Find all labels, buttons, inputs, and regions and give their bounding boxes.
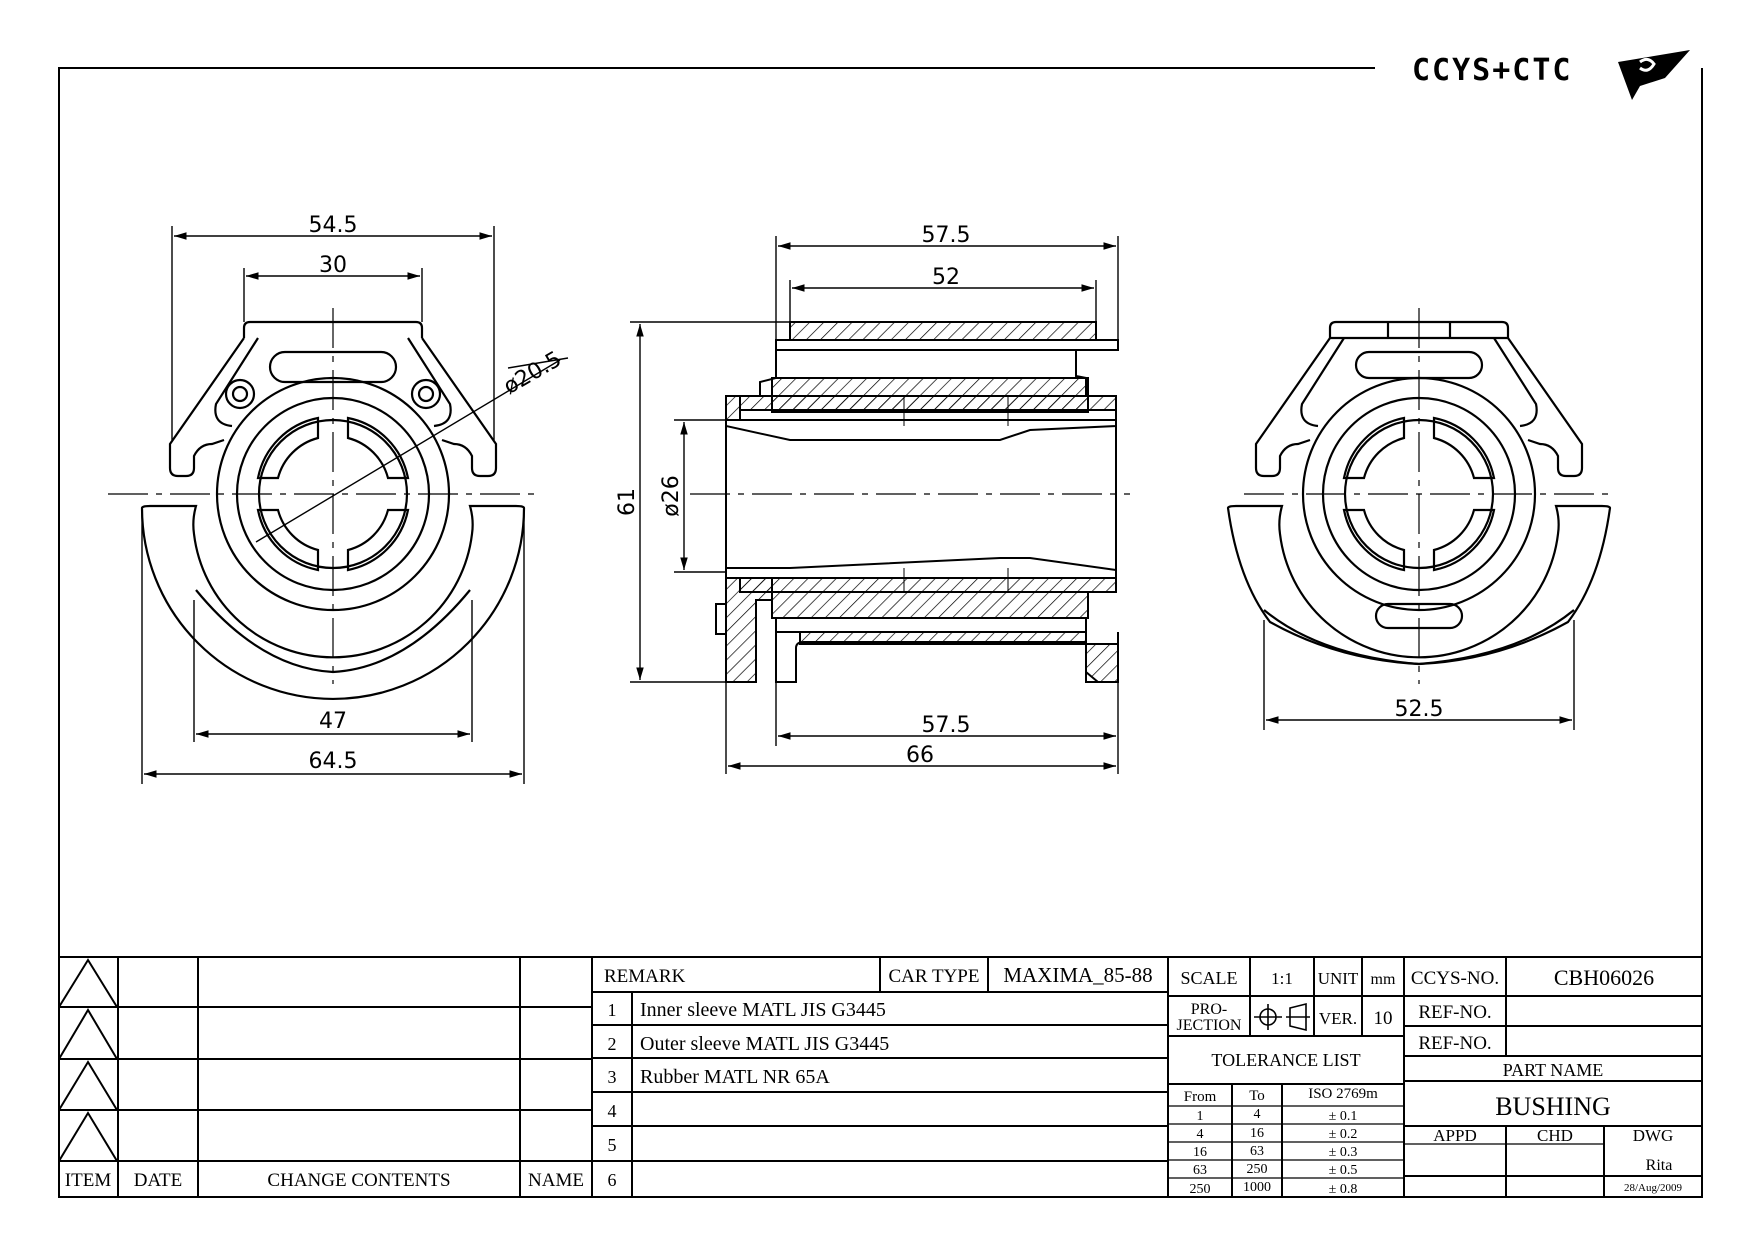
tolerance-cell: 16 [1250,1126,1264,1141]
dim-section-top-inner: 52 [932,265,960,290]
tolerance-cell: 63 [1193,1163,1207,1178]
rear-view [1226,308,1612,684]
remark-no: 3 [608,1067,617,1087]
section-view-dimensions [630,236,1119,774]
logo-mark-icon [1618,50,1690,100]
tolerance-cell: ± 0.8 [1329,1182,1358,1197]
dim-section-bottom-outer: 66 [906,743,934,768]
unit-label: UNIT [1318,969,1359,988]
projection-symbol-icon [1254,1002,1310,1032]
dim-section-bore: ø26 [659,475,684,516]
rev-header-date: DATE [134,1170,183,1191]
projection-label-2: JECTION [1177,1017,1242,1034]
dim-section-height: 61 [615,488,640,516]
tolerance-cell: 63 [1250,1144,1264,1159]
title-block-lines [58,956,1702,1197]
remark-no: 2 [608,1034,617,1054]
scale-value: 1:1 [1271,969,1293,988]
dim-section-bottom-inner: 57.5 [922,713,971,738]
dim-front-bottom-inner: 47 [319,709,347,734]
tolerance-cell: 250 [1247,1162,1268,1177]
drawing-date: 28/Aug/2009 [1624,1182,1683,1194]
section-view [690,321,1130,683]
tolerance-cell: 4 [1197,1127,1204,1142]
part-name-value: BUSHING [1495,1092,1611,1121]
remark-no: 6 [608,1170,617,1190]
tolerance-cell: 4 [1254,1107,1261,1122]
appd-label: APPD [1433,1126,1476,1145]
projection-label-1: PRO- [1191,1001,1227,1018]
sheet-border [58,67,1703,1198]
unit-value: mm [1371,971,1396,988]
chd-label: CHD [1537,1126,1573,1145]
front-view-dimensions [141,226,569,784]
car-type-value: MAXIMA_85-88 [1003,963,1152,987]
part-name-label: PART NAME [1503,1060,1603,1080]
tolerance-cell: ± 0.3 [1329,1145,1358,1160]
remark-text: Rubber MATL NR 65A [640,1066,830,1088]
dim-rear-bottom: 52.5 [1395,697,1444,722]
remark-no: 1 [608,1000,617,1020]
rev-header-name: NAME [528,1170,584,1191]
tolerance-cell: ± 0.5 [1329,1163,1358,1178]
remark-no: 4 [608,1101,617,1121]
tolerance-header-iso: ISO 2769m [1308,1086,1378,1102]
tolerance-cell: 1 [1197,1109,1204,1124]
tolerance-cell: 250 [1190,1182,1211,1197]
tolerance-cell: 16 [1193,1145,1207,1160]
tolerance-title: TOLERANCE LIST [1211,1050,1360,1070]
tolerance-header-from: From [1184,1089,1217,1105]
rear-view-dimensions [1263,620,1575,730]
scale-label: SCALE [1180,968,1237,988]
tolerance-cell: ± 0.2 [1329,1127,1358,1142]
dim-front-top-inner: 30 [319,253,347,278]
ver-value: 10 [1374,1008,1393,1029]
remark-label: REMARK [604,966,686,987]
ccys-no-label: CCYS-NO. [1411,968,1499,989]
remark-text: Outer sleeve MATL JIS G3445 [640,1033,889,1055]
dim-front-bore: ø20.5 [499,347,566,400]
remark-text: Inner sleeve MATL JIS G3445 [640,999,886,1021]
logo-text: CCYS+CTC [1412,53,1573,88]
dwg-label: DWG [1633,1126,1674,1145]
rev-header-change: CHANGE CONTENTS [267,1170,450,1191]
dim-front-bottom-outer: 64.5 [309,749,358,774]
dim-front-top-outer: 54.5 [309,213,358,238]
ccys-no-value: CBH06026 [1554,965,1654,990]
ref-no-label: REF-NO. [1418,1033,1491,1054]
drawn-by: Rita [1646,1157,1673,1174]
ref-no-label: REF-NO. [1418,1002,1491,1023]
remark-no: 5 [608,1135,617,1155]
company-logo: CCYS+CTC [1412,50,1690,100]
tolerance-header-to: To [1249,1088,1265,1104]
front-view [108,308,561,701]
car-type-label: CAR TYPE [889,966,980,987]
rev-header-item: ITEM [65,1170,112,1191]
tolerance-cell: ± 0.1 [1329,1109,1358,1124]
ver-label: VER. [1319,1009,1357,1028]
tolerance-cell: 1000 [1243,1180,1271,1195]
dim-section-top-outer: 57.5 [922,223,971,248]
